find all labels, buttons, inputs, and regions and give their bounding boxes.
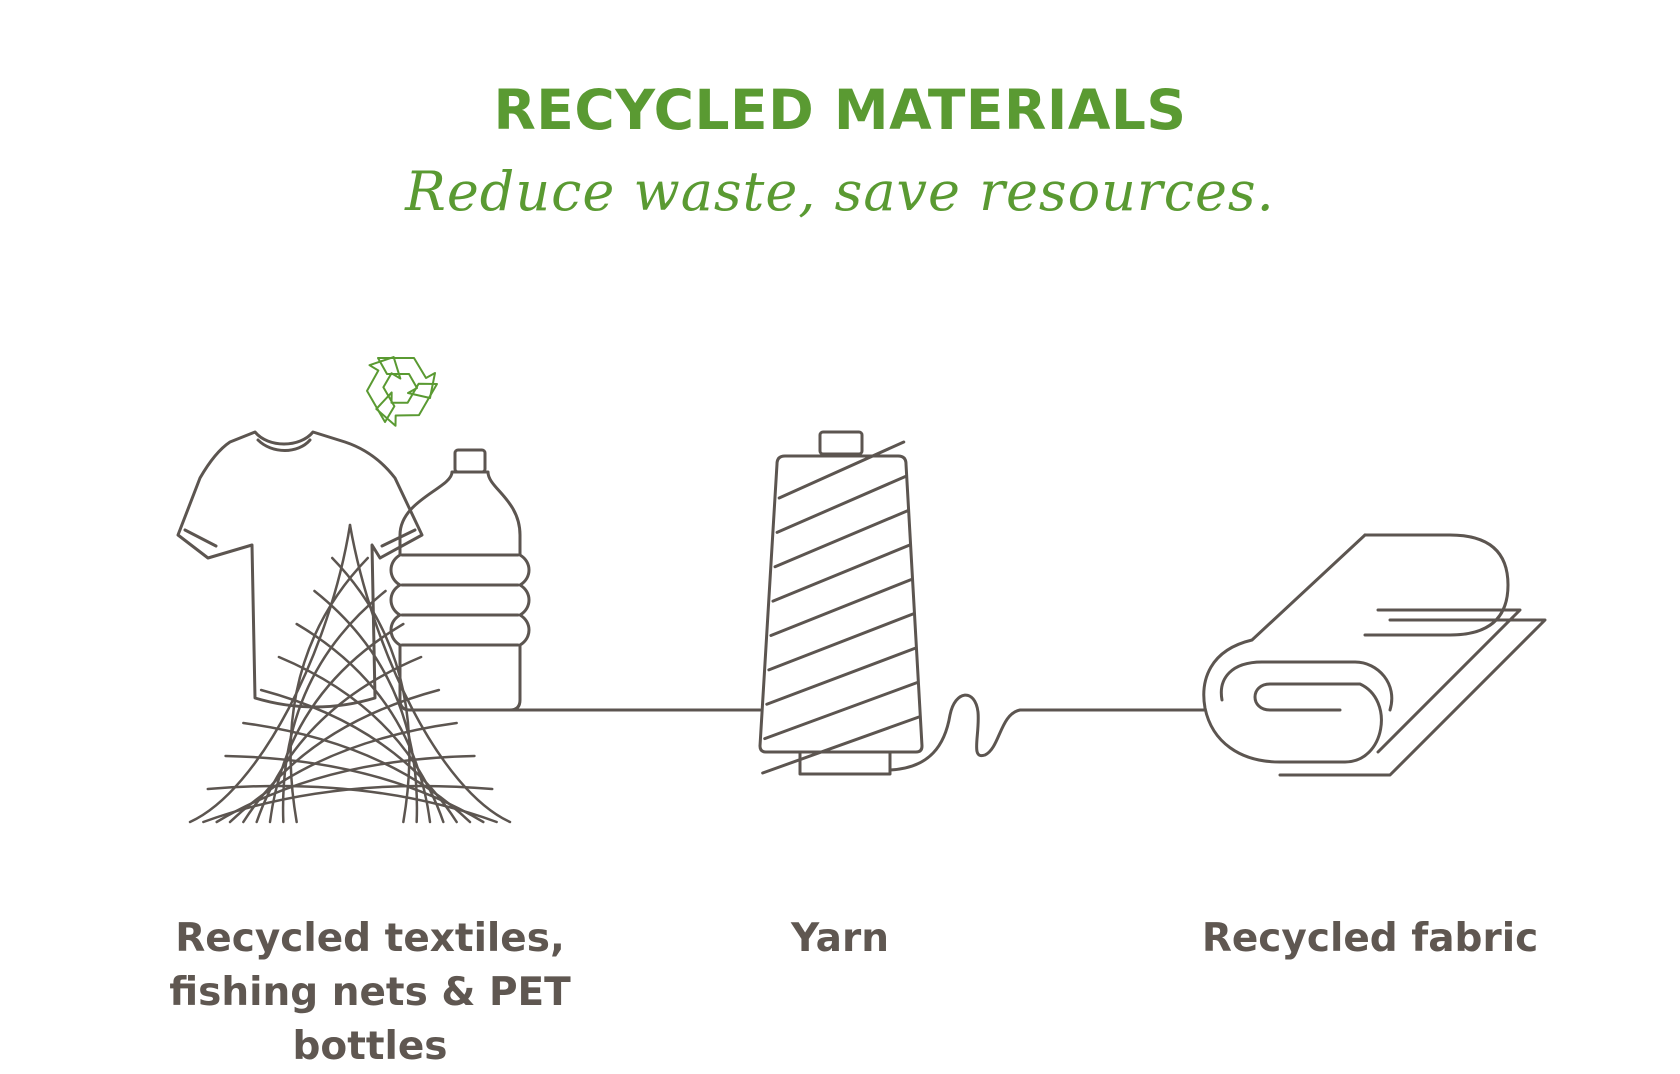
fishing-net-icon xyxy=(188,523,512,824)
fabric-roll-icon xyxy=(1202,533,1547,777)
stage-label-line: Recycled fabric xyxy=(1201,916,1539,961)
stage-label-fabric: Recycled fabric xyxy=(1180,912,1560,966)
stage-label-line: Recycled textiles, xyxy=(175,916,565,961)
stage-label-input-materials: Recycled textiles, fishing nets & PET bo… xyxy=(90,912,650,1074)
tshirt-icon xyxy=(176,430,424,709)
process-diagram xyxy=(176,351,1547,824)
page-subtitle: Reduce waste, save resources. xyxy=(405,160,1275,223)
stage-label-line: Yarn xyxy=(791,916,889,961)
thread-line xyxy=(888,693,1207,772)
stage-label-line: fishing nets & PET bottles xyxy=(169,970,571,1069)
bottle-icon xyxy=(389,448,531,712)
stage-label-yarn: Yarn xyxy=(740,912,940,966)
yarn-cone-icon xyxy=(758,430,924,776)
recycle-icon xyxy=(355,351,438,435)
page-title: RECYCLED MATERIALS xyxy=(493,78,1187,142)
